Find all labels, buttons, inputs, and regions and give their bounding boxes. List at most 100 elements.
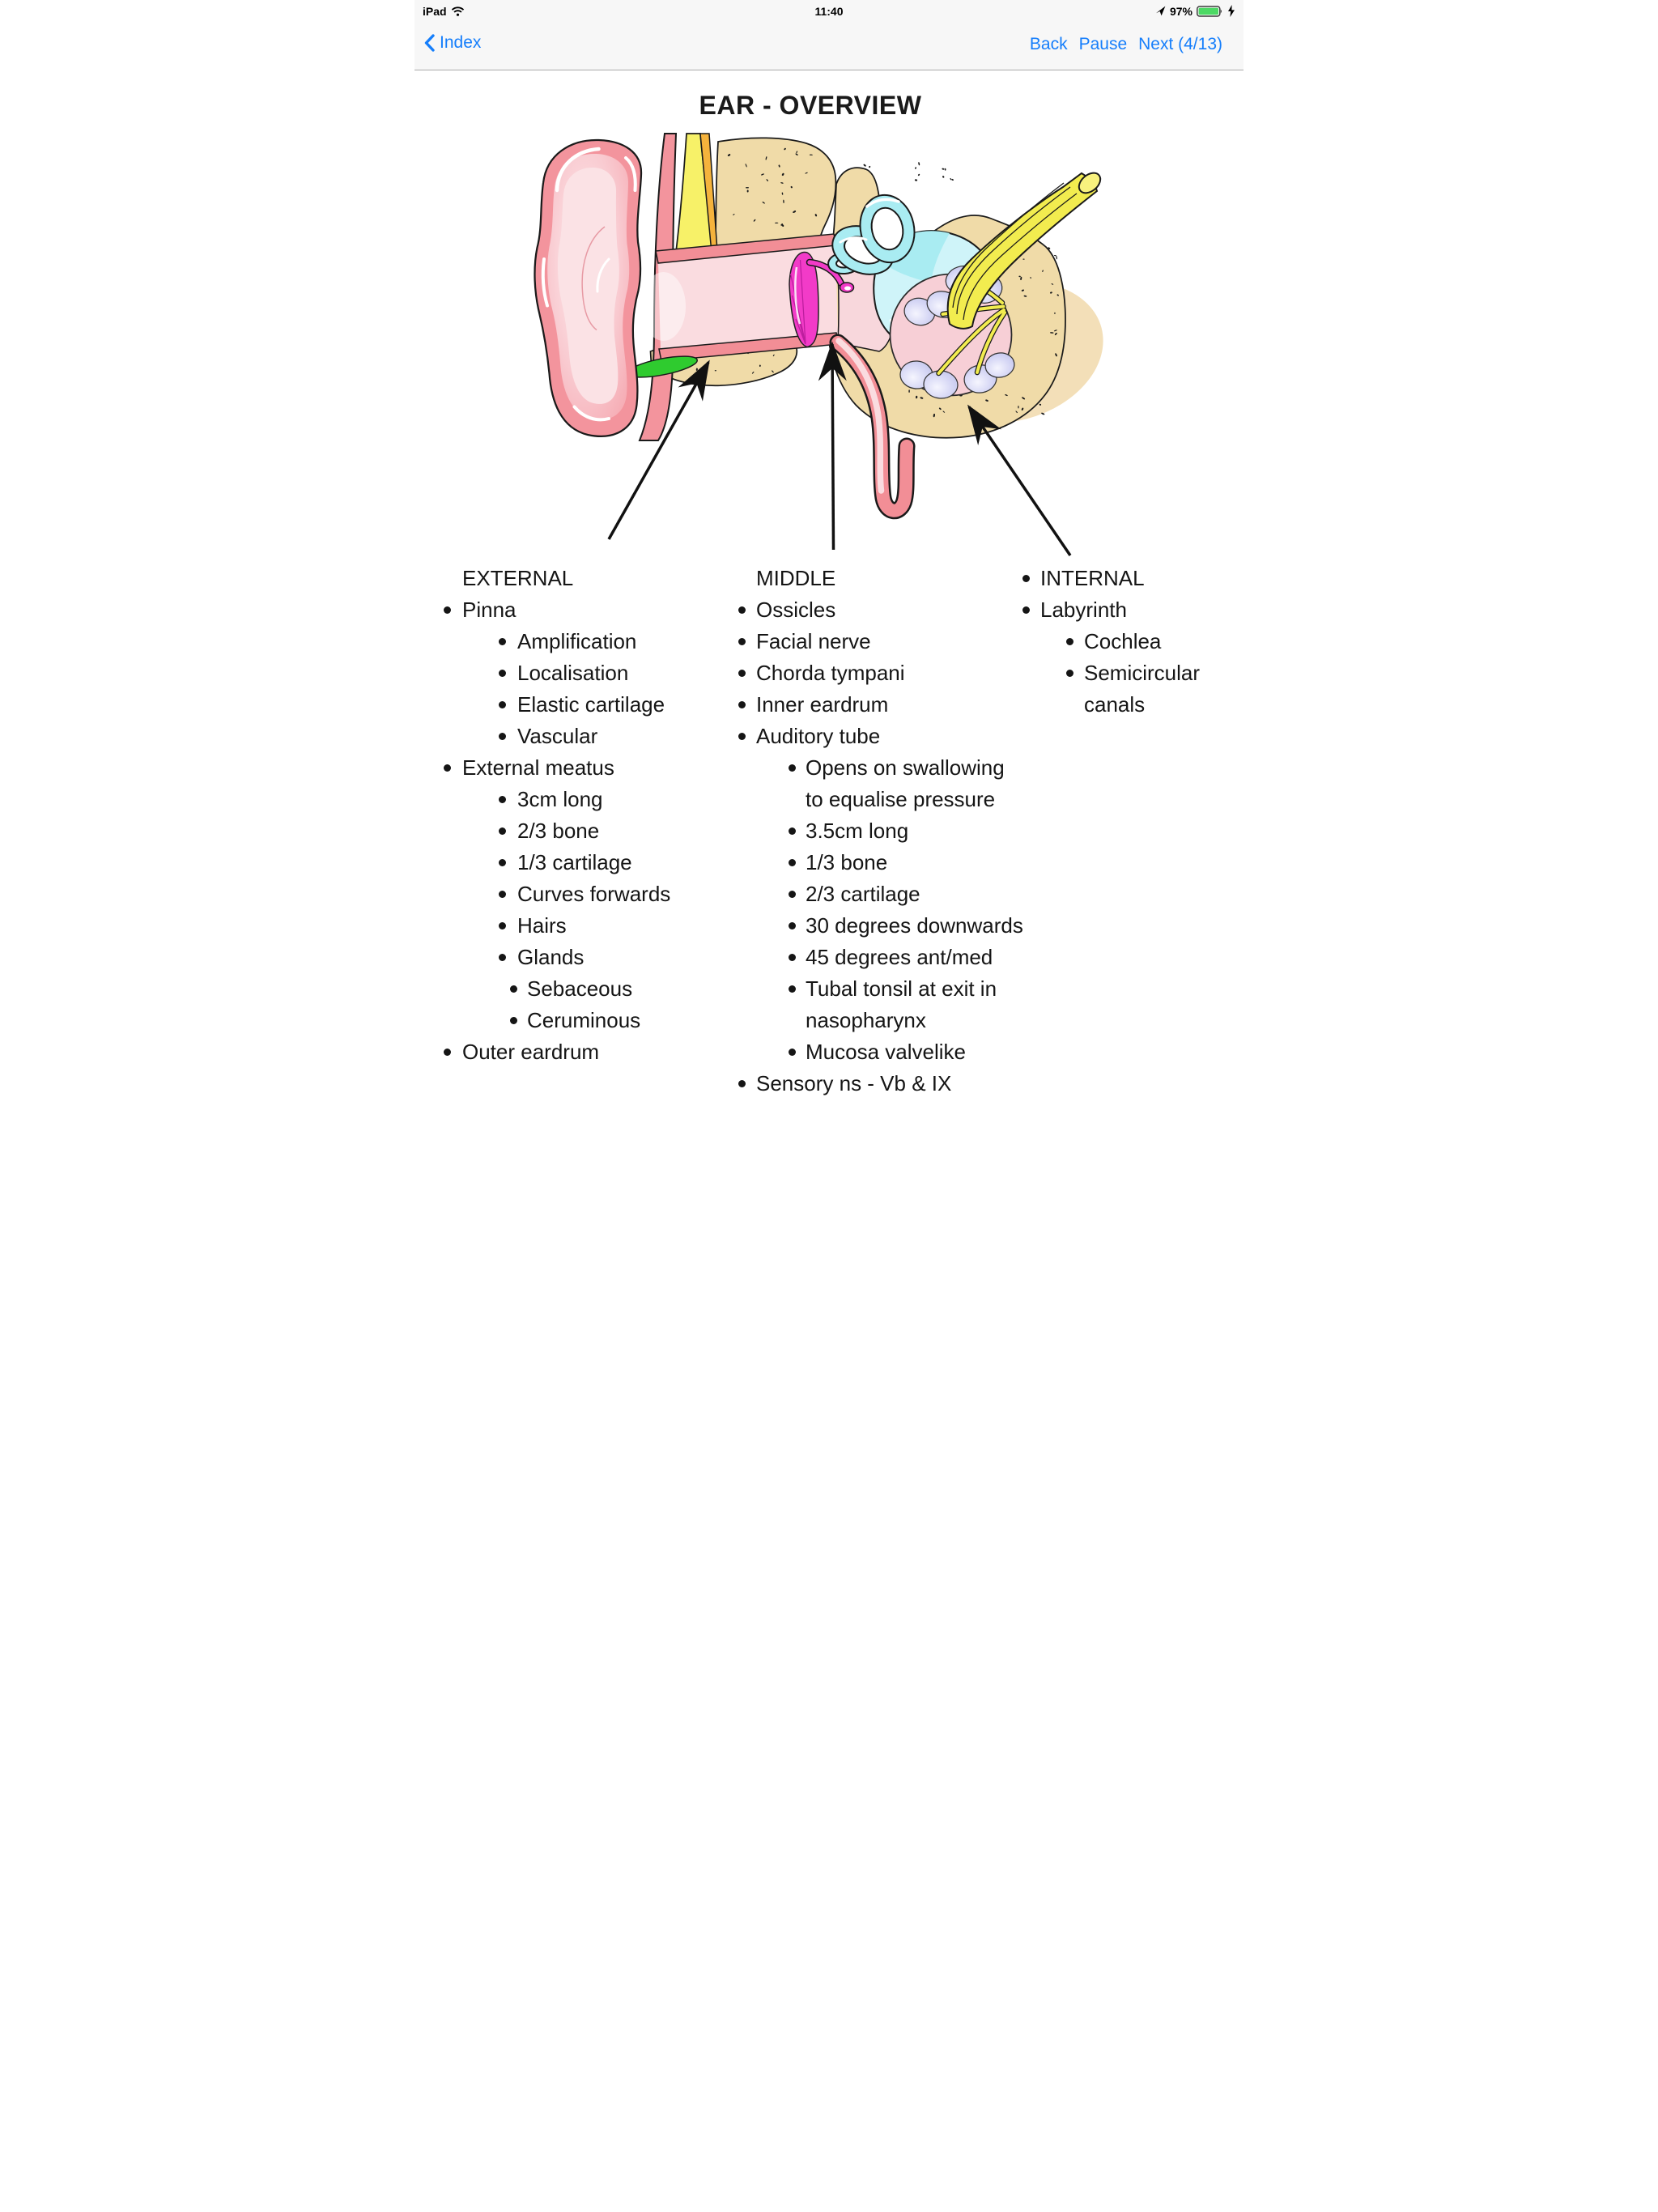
list-item-text: Sensory ns - Vb & IX xyxy=(756,1071,952,1095)
charging-bolt-icon xyxy=(1228,5,1235,17)
bullet-icon xyxy=(499,954,506,961)
list-item: Inner eardrum xyxy=(738,689,1046,721)
list-item: Ceruminous xyxy=(444,1005,735,1036)
ear-anatomy-diagram xyxy=(534,133,1103,556)
list-item-text: Hairs xyxy=(517,913,567,938)
list-item: Pinna xyxy=(444,594,735,626)
list-item: Chorda tympani xyxy=(738,657,1046,689)
bullet-icon xyxy=(499,827,506,835)
column-header: INTERNAL xyxy=(1022,563,1244,594)
list-item-text: 3cm long xyxy=(517,787,603,811)
auditory-nerve xyxy=(936,172,1102,376)
nav-bar: Index Back Pause Next (4/13) xyxy=(414,22,1244,70)
bullet-icon xyxy=(444,764,451,772)
bullet-icon xyxy=(499,733,506,740)
bullet-icon xyxy=(499,670,506,677)
list-item-text: Localisation xyxy=(517,661,629,685)
list-item-text: Elastic cartilage xyxy=(517,692,665,717)
list-item-text: Opens on swallowing xyxy=(806,755,1005,780)
eustachian-tube xyxy=(829,334,916,520)
list-item: Sensory ns - Vb & IX xyxy=(738,1068,1046,1100)
list-item: 3cm long xyxy=(444,784,735,815)
list-item: 45 degrees ant/med xyxy=(738,942,1046,973)
list-item: Tubal tonsil at exit in xyxy=(738,973,1046,1005)
bullet-icon xyxy=(738,701,746,708)
list-item: Sebaceous xyxy=(444,973,735,1005)
list-item: 2/3 bone xyxy=(444,815,735,847)
list-item: nasopharynx xyxy=(738,1005,1046,1036)
list-item-text: Ossicles xyxy=(756,598,836,622)
list-item: Vascular xyxy=(444,721,735,752)
bullet-icon xyxy=(789,891,796,898)
bullet-icon xyxy=(789,954,796,961)
pointer-arrows xyxy=(607,341,1072,556)
list-item: Opens on swallowing xyxy=(738,752,1046,784)
list-item: canals xyxy=(1022,689,1244,721)
list-item: Outer eardrum xyxy=(444,1036,735,1068)
bullet-icon xyxy=(789,922,796,929)
bullet-icon xyxy=(499,891,506,898)
bullet-icon xyxy=(738,606,746,614)
list-item: 2/3 cartilage xyxy=(738,878,1046,910)
bullet-icon xyxy=(789,1049,796,1056)
bullet-icon xyxy=(1022,606,1030,614)
list-item: Auditory tube xyxy=(738,721,1046,752)
list-item: Localisation xyxy=(444,657,735,689)
bullet-icon xyxy=(789,985,796,993)
list-item-text: 2/3 bone xyxy=(517,819,600,843)
list-item: 1/3 cartilage xyxy=(444,847,735,878)
slide-title: EAR - OVERVIEW xyxy=(699,91,922,120)
list-item-text: MIDDLE xyxy=(756,566,836,590)
column-header: MIDDLE xyxy=(738,563,1046,594)
list-item-text: INTERNAL xyxy=(1040,566,1145,590)
list-item: Facial nerve xyxy=(738,626,1046,657)
column-header: EXTERNAL xyxy=(444,563,735,594)
back-to-index-button[interactable]: Index xyxy=(424,33,481,53)
list-item-text: 30 degrees downwards xyxy=(806,913,1023,938)
list-item: Labyrinth xyxy=(1022,594,1244,626)
next-button[interactable]: Next (4/13) xyxy=(1138,35,1222,53)
bullet-icon xyxy=(510,1017,517,1024)
clock: 11:40 xyxy=(814,4,844,18)
list-item: to equalise pressure xyxy=(738,784,1046,815)
bullet-icon xyxy=(444,1049,451,1056)
list-item-text: EXTERNAL xyxy=(462,566,574,590)
bullet-icon xyxy=(789,859,796,866)
list-item: Cochlea xyxy=(1022,626,1244,657)
bullet-icon xyxy=(1022,575,1030,582)
back-button[interactable]: Back xyxy=(1029,35,1068,53)
pinna xyxy=(534,138,643,437)
wifi-icon xyxy=(451,6,464,16)
list-item: Amplification xyxy=(444,626,735,657)
list-item-text: Vascular xyxy=(517,724,598,748)
list-item-text: Pinna xyxy=(462,598,517,622)
list-item: 1/3 bone xyxy=(738,847,1046,878)
pause-button[interactable]: Pause xyxy=(1078,35,1128,53)
bullet-icon xyxy=(499,859,506,866)
list-item-text: 3.5cm long xyxy=(806,819,909,843)
list-item-text: Tubal tonsil at exit in xyxy=(806,976,997,1001)
list-item-text: to equalise pressure xyxy=(806,787,996,811)
list-item: Mucosa valvelike xyxy=(738,1036,1046,1068)
bullet-icon xyxy=(738,638,746,645)
list-item-text: 45 degrees ant/med xyxy=(806,945,993,969)
list-item-text: Glands xyxy=(517,945,585,969)
list-item: Ossicles xyxy=(738,594,1046,626)
battery-percent-label: 97% xyxy=(1169,4,1192,18)
bullet-icon xyxy=(738,670,746,677)
back-chevron-icon xyxy=(424,34,435,52)
list-item-text: Semicircular xyxy=(1084,661,1201,685)
list-item: 30 degrees downwards xyxy=(738,910,1046,942)
list-item-text: Inner eardrum xyxy=(756,692,889,717)
list-item-text: canals xyxy=(1084,692,1146,717)
bullet-icon xyxy=(738,733,746,740)
list-item-text: Cochlea xyxy=(1084,629,1162,653)
list-item-text: Curves forwards xyxy=(517,882,671,906)
bullet-icon xyxy=(444,606,451,614)
list-item-text: External meatus xyxy=(462,755,614,780)
bullet-icon xyxy=(1066,638,1073,645)
list-item-text: 2/3 cartilage xyxy=(806,882,920,906)
